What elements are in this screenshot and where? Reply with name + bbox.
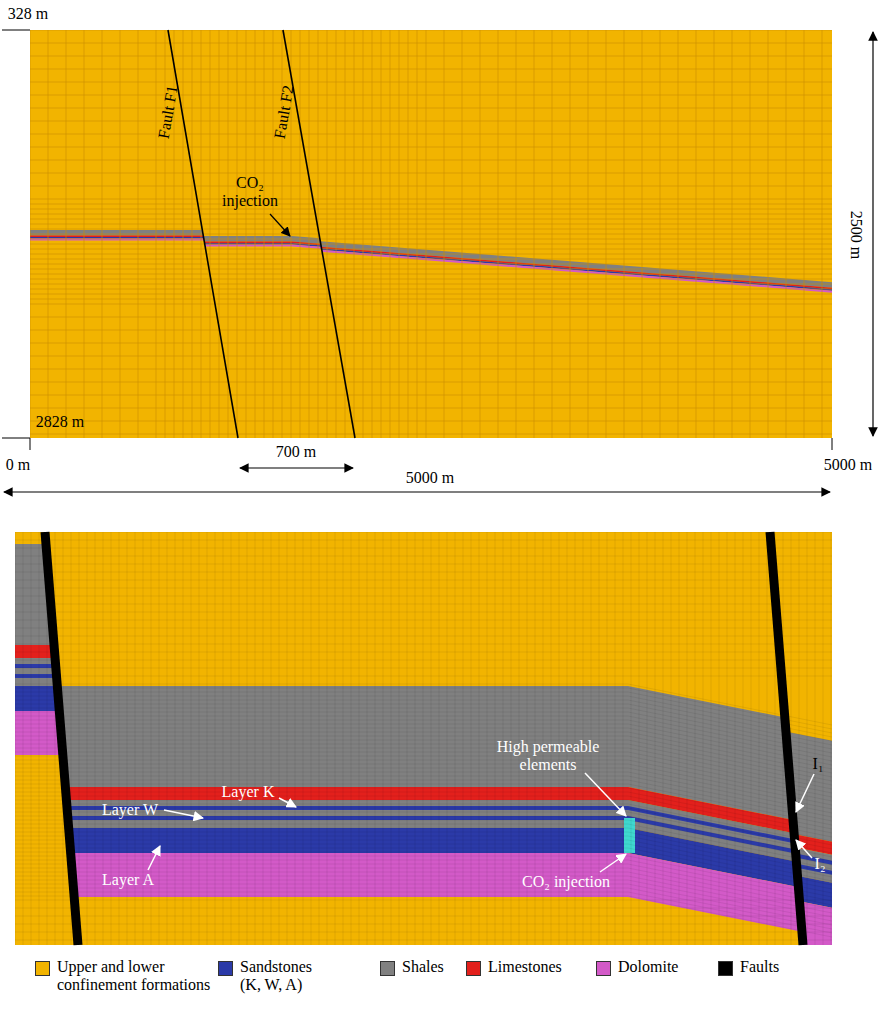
depth-label: 2828 m	[36, 413, 84, 431]
leader-arrow	[279, 798, 296, 807]
dimension-arrow	[240, 467, 353, 468]
element-label: High permeable elements	[488, 738, 608, 773]
confinement-ground	[30, 30, 832, 438]
injection-label: CO₂ injection	[215, 174, 285, 209]
legend-swatch	[380, 961, 395, 976]
depth-tick	[2, 438, 30, 439]
leader-arrow	[600, 854, 626, 872]
legend-swatch	[718, 961, 733, 976]
sandstone-band	[30, 237, 832, 239]
x-tick	[832, 438, 833, 450]
distance-label: 5000 m	[824, 456, 872, 474]
legend-text: Limestones	[488, 958, 578, 976]
layer-block	[15, 700, 832, 952]
zoom-panel	[15, 532, 832, 952]
shale-band	[30, 230, 832, 236]
sandstone-band	[30, 246, 832, 291]
layer-block	[15, 686, 832, 938]
dimension-arrow	[872, 32, 873, 436]
layer-block	[30, 230, 832, 241]
legend-text: Upper and lower confinement formations	[57, 958, 222, 995]
dolomite-band	[15, 867, 832, 952]
legend-swatch	[466, 961, 481, 976]
limestone-band	[15, 645, 832, 658]
injection-label: CO₂ injection	[522, 873, 610, 891]
mesh-grid	[15, 532, 832, 945]
shale-band	[15, 544, 832, 645]
legend-swatch	[35, 961, 50, 976]
legend-text: Shales	[402, 958, 462, 976]
leader-arrow	[148, 846, 160, 870]
interface-label: I₁	[813, 755, 824, 773]
legend-swatch	[596, 961, 611, 976]
layer-label: Layer A	[102, 871, 154, 889]
leader-arrow	[796, 774, 814, 812]
layer-label: Layer W	[102, 801, 158, 819]
limestone-band	[30, 236, 832, 238]
depth-tick	[2, 30, 30, 31]
overview-panel	[30, 30, 832, 438]
dolomite-band	[15, 853, 832, 938]
dimension-lines	[2, 30, 873, 492]
dimension-label: 2500 m	[847, 211, 865, 259]
legend-swatch	[218, 961, 233, 976]
x-tick	[30, 438, 31, 450]
dimension-arrow	[4, 491, 830, 492]
leader-arrow	[585, 773, 626, 816]
legend-text: Sandstones (K, W, A)	[240, 958, 335, 995]
sandstone-band	[15, 664, 832, 668]
dimension-label: 700 m	[276, 443, 316, 461]
fault-zone	[770, 532, 803, 945]
dimension-label: 5000 m	[406, 469, 454, 487]
layer-label: Layer K	[222, 783, 275, 801]
mesh-grid	[30, 30, 832, 438]
sandstone-band	[15, 842, 832, 908]
confinement-ground	[15, 532, 832, 945]
leader-arrow	[164, 810, 203, 818]
leader-lines	[148, 214, 814, 872]
leader-arrow	[270, 214, 290, 236]
distance-label: 0 m	[6, 456, 30, 474]
dolomite-band	[30, 239, 832, 241]
layer-block	[30, 239, 832, 293]
legend-text: Faults	[740, 958, 800, 976]
dolomite-band	[30, 248, 832, 293]
leader-arrow	[796, 840, 812, 858]
depth-label: 328 m	[8, 5, 48, 23]
fault-zone	[45, 532, 78, 945]
interface-label: I₂	[815, 855, 826, 873]
legend-text: Dolomite	[618, 958, 698, 976]
shale-band	[15, 658, 832, 686]
sandstone-band	[15, 820, 832, 865]
sandstone-band	[15, 674, 832, 678]
